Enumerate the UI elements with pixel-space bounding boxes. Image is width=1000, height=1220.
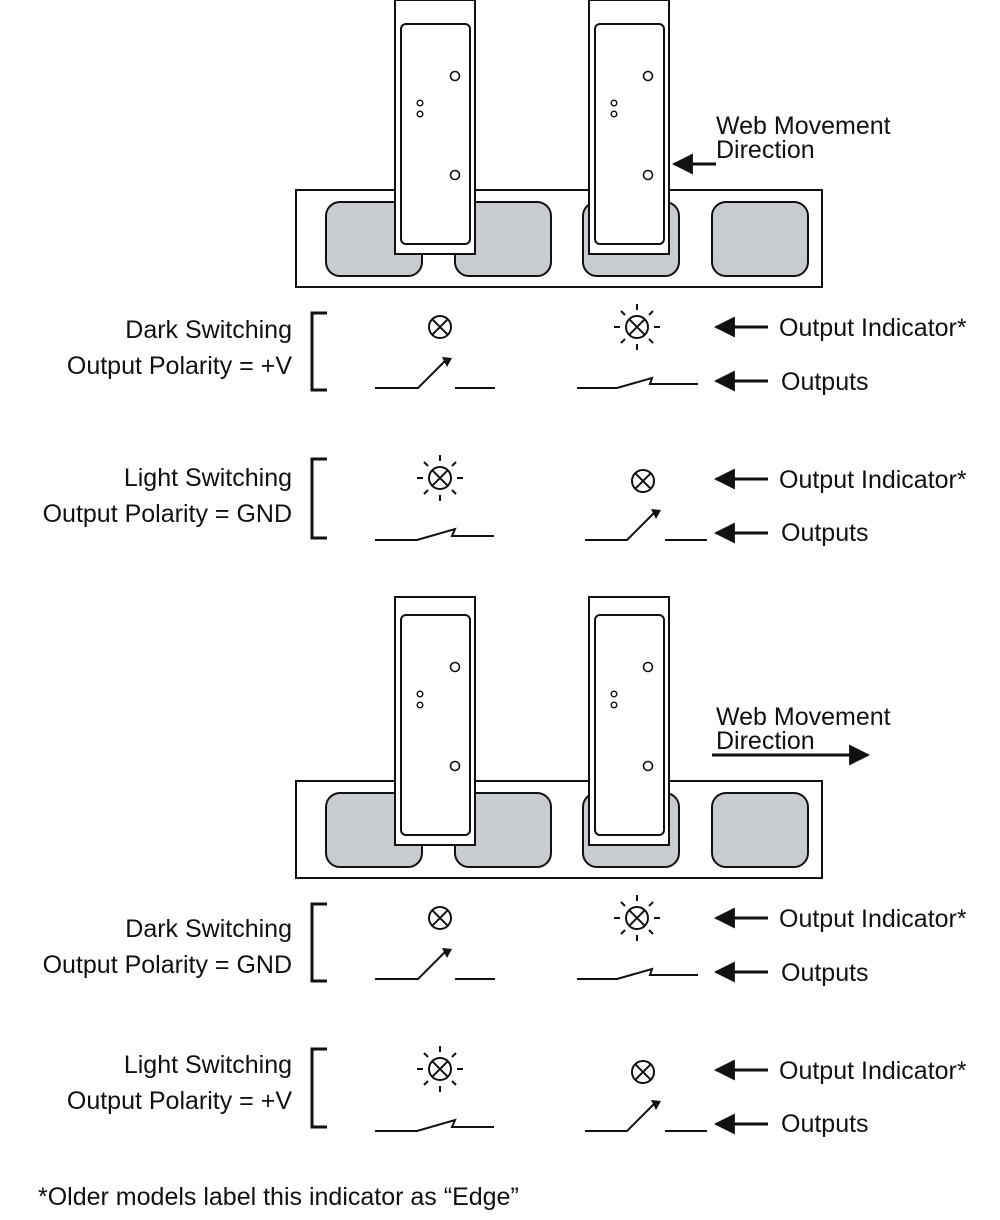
bottom-panel: Web Movement Direction Dark Switching Ou… (43, 596, 967, 1138)
row-label-line2: Output Polarity = GND (43, 951, 292, 979)
outputs-callout: Outputs (781, 959, 869, 987)
switch-closed-icon (375, 1118, 494, 1132)
web-hole (711, 201, 809, 277)
sensor-left (394, 0, 476, 255)
indicator-off-icon (428, 315, 452, 339)
direction-label-line2: Direction (716, 136, 815, 164)
switch-open-icon (375, 948, 495, 980)
switch-open-icon (585, 509, 707, 541)
direction-label-line1: Web Movement (716, 112, 891, 140)
outputs-callout: Outputs (781, 519, 869, 547)
output-indicator-callout: Output Indicator* (779, 905, 967, 933)
row-bracket (310, 1047, 327, 1129)
switch-open-icon (585, 1100, 707, 1132)
row-label-line1: Light Switching (124, 464, 292, 492)
top-row-dark-switching: Dark Switching Output Polarity = +V O (67, 304, 967, 396)
bottom-row-light-switching: Light Switching Output Polarity = +V (67, 1046, 967, 1138)
sensor-right (588, 0, 670, 255)
output-indicator-callout: Output Indicator* (779, 1057, 967, 1085)
row-label-line2: Output Polarity = +V (67, 352, 292, 380)
row-bracket (310, 902, 327, 983)
indicator-off-icon (631, 1060, 655, 1084)
switch-closed-icon (375, 527, 494, 541)
sensor-right (588, 596, 670, 846)
sensor-left (394, 596, 476, 846)
row-label-line1: Light Switching (124, 1051, 292, 1079)
web-strip (295, 189, 823, 288)
footnote: *Older models label this indicator as “E… (38, 1183, 519, 1211)
top-panel: Web Movement Direction Dark Switching Ou… (43, 0, 967, 547)
row-label-line2: Output Polarity = GND (43, 500, 292, 528)
bottom-row-dark-switching: Dark Switching Output Polarity = GND (43, 895, 967, 987)
output-indicator-callout: Output Indicator* (779, 314, 967, 342)
direction-label-line1: Web Movement (716, 703, 891, 731)
row-label-line1: Dark Switching (125, 915, 292, 943)
indicator-off-icon (631, 469, 655, 493)
direction-label-line2: Direction (716, 727, 815, 755)
switch-closed-icon (577, 376, 698, 389)
web-strip (295, 780, 823, 879)
indicator-on-icon (417, 1046, 463, 1092)
row-bracket (310, 457, 327, 540)
switch-closed-icon (577, 967, 698, 980)
indicator-on-icon (614, 304, 660, 350)
indicator-off-icon (428, 906, 452, 930)
web-hole (711, 792, 809, 868)
outputs-callout: Outputs (781, 1110, 869, 1138)
top-row-light-switching: Light Switching Output Polarity = GND (43, 455, 967, 547)
indicator-on-icon (614, 895, 660, 941)
switch-open-icon (375, 357, 495, 389)
row-label-line1: Dark Switching (125, 316, 292, 344)
indicator-on-icon (417, 455, 463, 501)
output-indicator-callout: Output Indicator* (779, 466, 967, 494)
row-label-line2: Output Polarity = +V (67, 1087, 292, 1115)
outputs-callout: Outputs (781, 368, 869, 396)
row-bracket (310, 311, 327, 392)
